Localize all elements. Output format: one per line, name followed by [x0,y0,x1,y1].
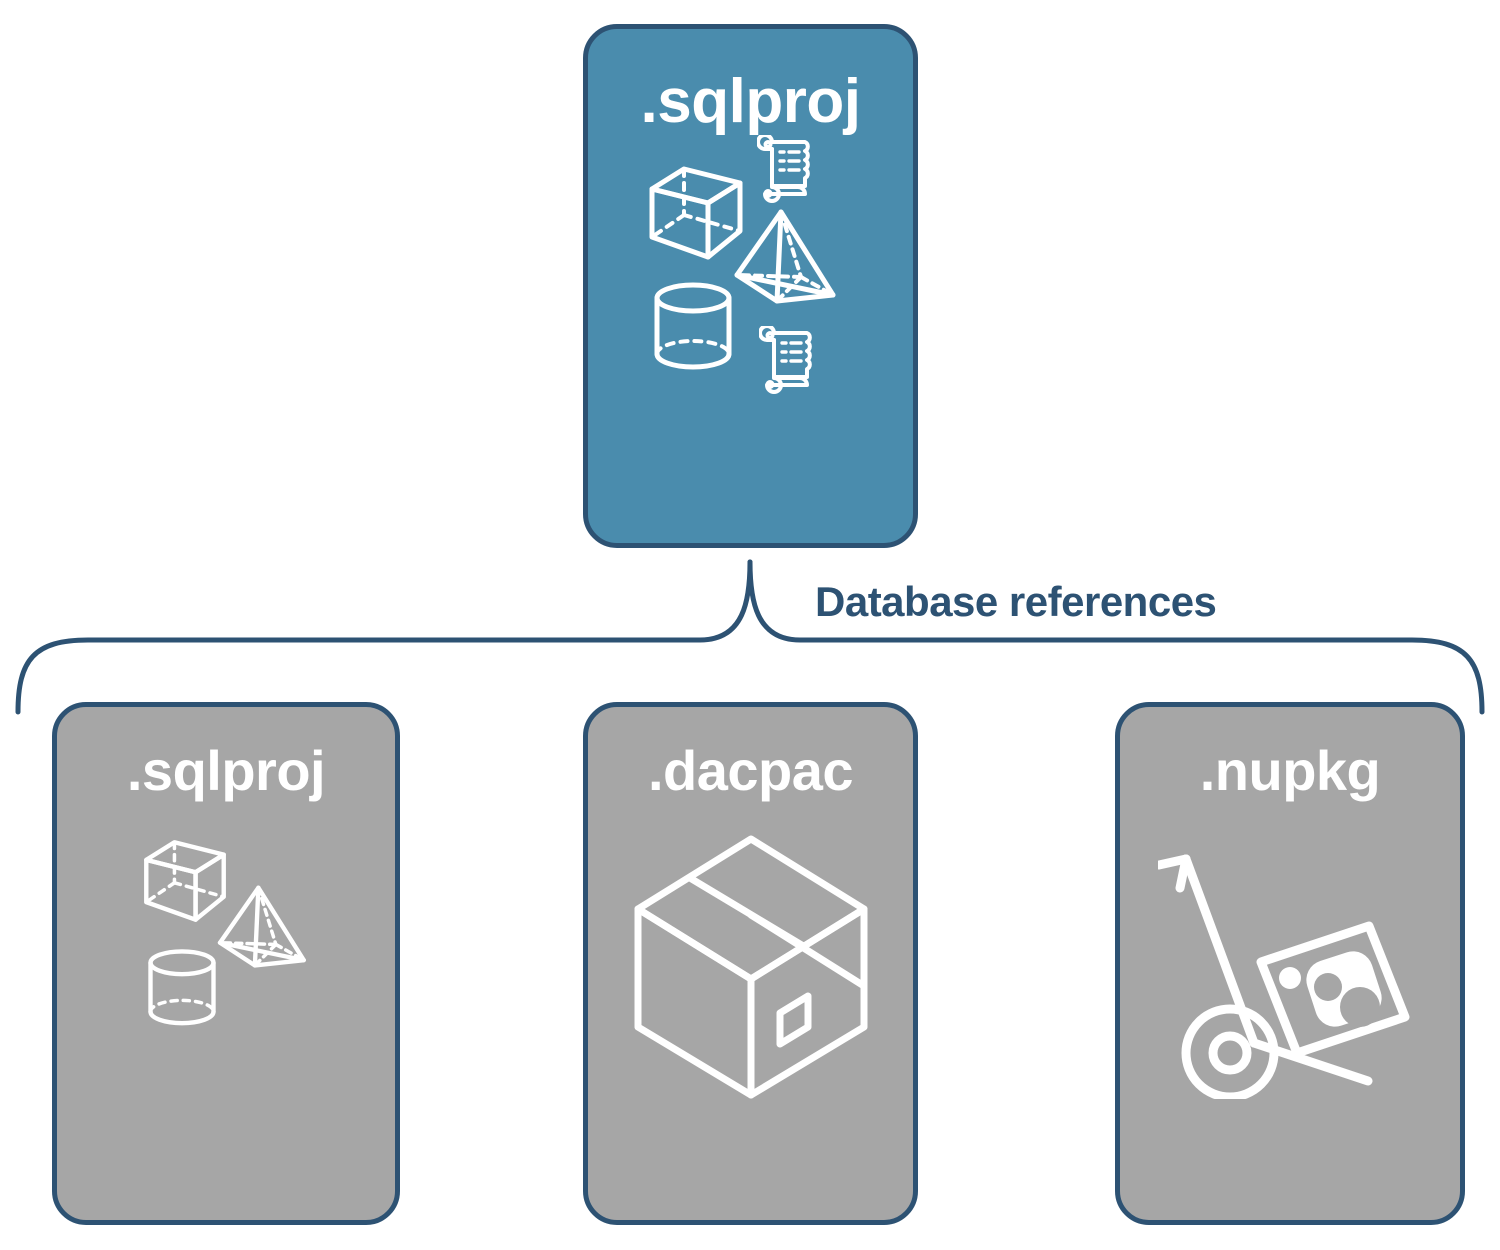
node-title: .nupkg [1199,739,1381,802]
node-title: .sqlproj [640,67,861,136]
node-title: .dacpac [647,739,854,802]
cylinder-icon [148,949,216,1026]
package-box-icon [634,835,868,1099]
node-sqlproj-reference[interactable]: .sqlproj [52,702,400,1225]
node-sqlproj-root[interactable]: .sqlproj [583,24,918,548]
pyramid-icon [217,885,306,968]
cylinder-icon [654,282,732,370]
hand-truck-icon [1158,854,1410,1099]
scroll-icon [759,326,812,394]
node-nupkg-reference[interactable]: .nupkg [1115,702,1465,1225]
connector-label: Database references [815,578,1217,625]
pyramid-icon [734,209,836,304]
node-icon-area [57,799,395,1220]
nuget-logo-icon [1279,951,1382,1027]
node-title: .sqlproj [126,739,326,802]
node-dacpac-reference[interactable]: .dacpac [583,702,918,1225]
node-icon-area [588,799,913,1220]
cube-icon [144,840,226,922]
cube-icon [649,166,743,260]
scroll-icon [757,135,810,203]
node-icon-area [1120,799,1460,1220]
node-icon-area [588,133,913,543]
